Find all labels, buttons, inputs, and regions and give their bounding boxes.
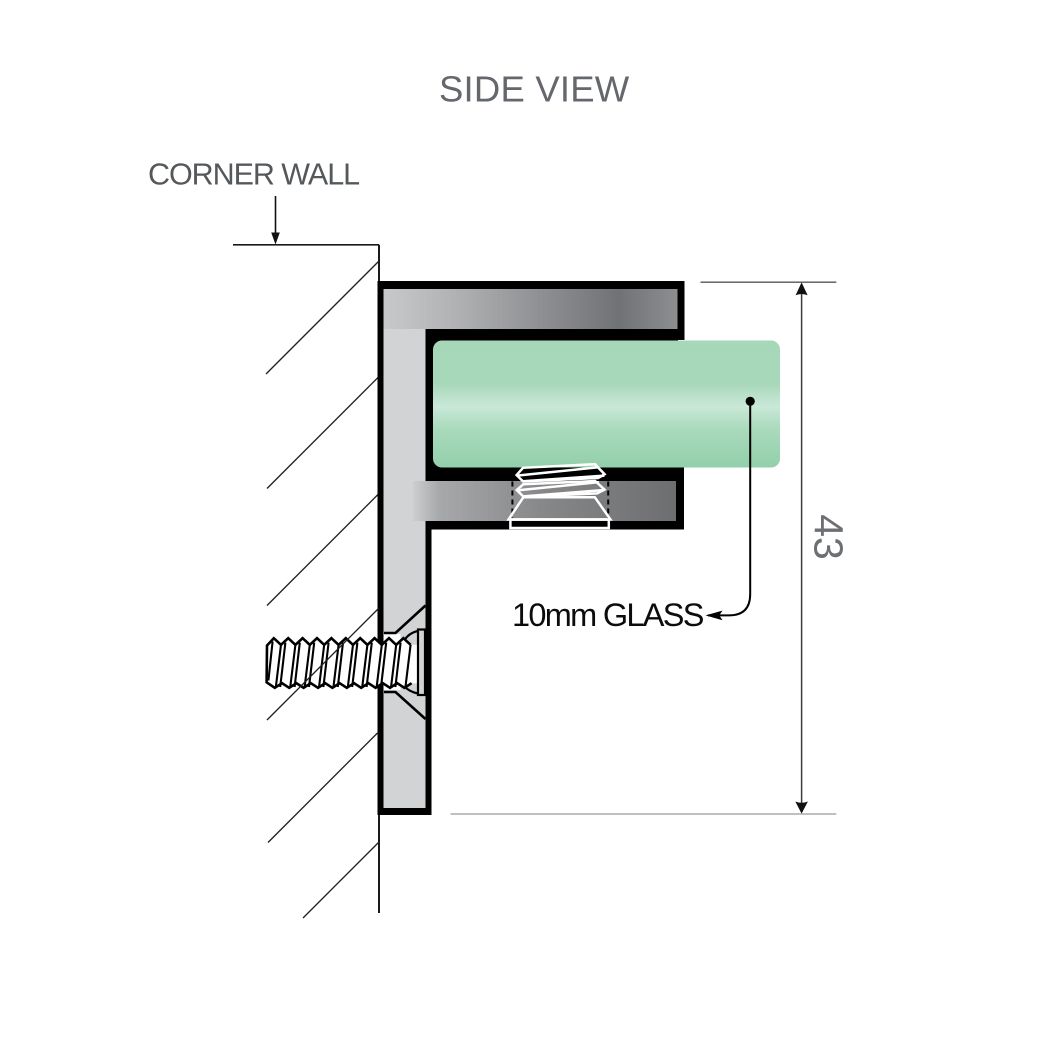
svg-text:10mm GLASS: 10mm GLASS xyxy=(512,597,704,633)
svg-text:SIDE VIEW: SIDE VIEW xyxy=(439,69,630,110)
svg-text:43: 43 xyxy=(806,514,852,560)
svg-text:CORNER WALL: CORNER WALL xyxy=(148,158,359,192)
